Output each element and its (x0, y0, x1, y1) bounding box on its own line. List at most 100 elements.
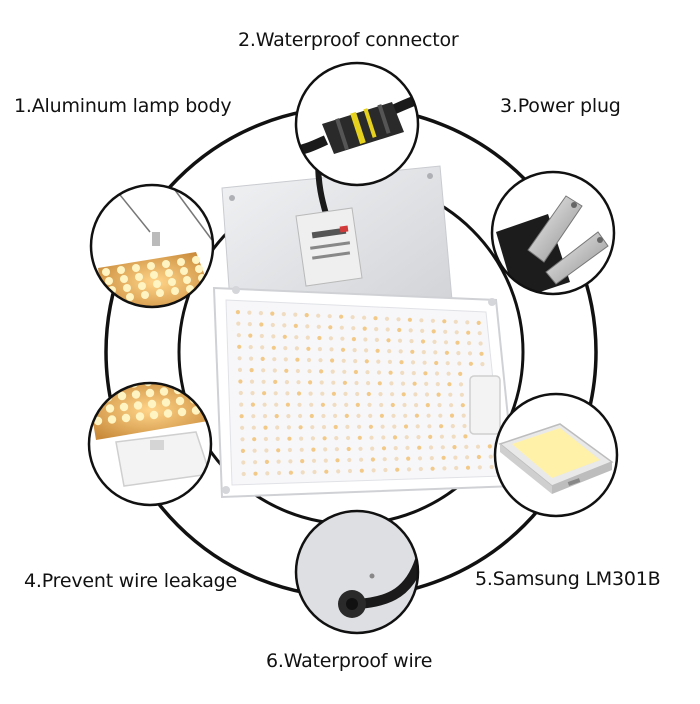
led-dot (252, 448, 257, 453)
led-dot (272, 357, 277, 362)
led-dot (200, 372, 208, 380)
led-dot (89, 394, 99, 404)
led-dot (375, 348, 380, 353)
led-dot (432, 339, 437, 344)
led-dot (259, 333, 264, 339)
led-dot (177, 407, 187, 417)
led-dot (383, 467, 388, 473)
led-dot (460, 403, 465, 408)
led-dot (150, 271, 158, 279)
led-dot (366, 391, 371, 397)
led-dot (353, 359, 358, 364)
led-dot (187, 384, 197, 393)
led-dot (426, 413, 431, 418)
led-dot (306, 357, 312, 363)
led-dot (441, 455, 446, 460)
led-dot (336, 469, 341, 474)
led-dot (287, 447, 292, 453)
led-dot (192, 256, 200, 264)
led-dot (249, 356, 254, 361)
led-dot (428, 434, 433, 439)
led-dot (435, 382, 440, 387)
led-dot (454, 330, 459, 335)
led-dot (387, 349, 392, 354)
led-dot (456, 351, 461, 356)
led-dot (487, 444, 492, 449)
led-dot (344, 413, 349, 418)
led-dot (419, 318, 424, 323)
label-prevent-wire-leakage: 4.Prevent wire leakage (24, 570, 238, 592)
led-dot (203, 393, 211, 403)
led-dot (318, 358, 323, 363)
led-dot (183, 276, 191, 284)
led-dot (324, 469, 329, 474)
led-dot (370, 457, 375, 462)
led-dot (408, 328, 413, 333)
led-dot (455, 340, 460, 345)
led-dot (265, 471, 270, 476)
led-dot (410, 349, 415, 354)
led-dot (299, 447, 304, 452)
led-dot (331, 391, 336, 396)
led-dot (311, 447, 316, 452)
led-dot (459, 392, 464, 397)
led-dot (444, 350, 449, 355)
led-dot (364, 348, 369, 353)
led-dot (413, 392, 418, 397)
led-dot (262, 414, 268, 419)
label-aluminum-lamp-body: 1.Aluminum lamp body (14, 95, 232, 117)
led-dot (294, 335, 299, 340)
led-dot (239, 414, 244, 419)
led-dot (395, 467, 400, 472)
led-dot (403, 413, 408, 418)
led-dot (309, 402, 314, 407)
led-dot (347, 457, 352, 463)
led-dot (478, 341, 483, 346)
led-dot (121, 413, 131, 423)
led-dot (412, 381, 417, 386)
led-dot (330, 358, 335, 363)
led-dot (363, 337, 368, 342)
led-dot (145, 388, 155, 398)
led-dot (310, 436, 315, 441)
led-dot (163, 409, 173, 418)
led-dot (250, 391, 255, 396)
led-dot (390, 402, 395, 408)
led-dot (276, 459, 281, 464)
led-dot (147, 262, 155, 270)
led-dot (89, 383, 97, 393)
led-dot (429, 456, 434, 461)
led-dot (399, 360, 404, 365)
label-waterproof-connector: 2.Waterproof connector (238, 29, 459, 51)
led-dot (323, 447, 328, 452)
led-dot (253, 460, 258, 465)
led-dot (400, 370, 405, 375)
led-dot (433, 350, 438, 355)
led-dot (403, 424, 409, 429)
led-dot (335, 458, 340, 463)
detail-waterproof-wire (294, 509, 420, 635)
led-dot (299, 436, 304, 441)
led-dot (260, 356, 265, 361)
led-dot (476, 320, 481, 325)
led-dot (333, 424, 338, 430)
led-chip-grid (235, 310, 494, 477)
led-dot (400, 381, 406, 386)
led-dot (480, 362, 485, 367)
led-dot (285, 402, 290, 407)
led-dot (355, 391, 360, 397)
led-dot (300, 470, 305, 475)
led-dot (353, 369, 358, 375)
led-dot (294, 346, 299, 351)
led-dot (398, 349, 403, 354)
led-dot (453, 455, 458, 460)
led-dot (293, 312, 298, 317)
label-waterproof-wire: 6.Waterproof wire (266, 650, 433, 672)
led-dot (345, 424, 350, 429)
led-dot (195, 265, 203, 273)
led-dot (410, 360, 416, 365)
led-dot (393, 446, 398, 451)
led-dot (247, 310, 252, 315)
led-dot (373, 316, 378, 321)
